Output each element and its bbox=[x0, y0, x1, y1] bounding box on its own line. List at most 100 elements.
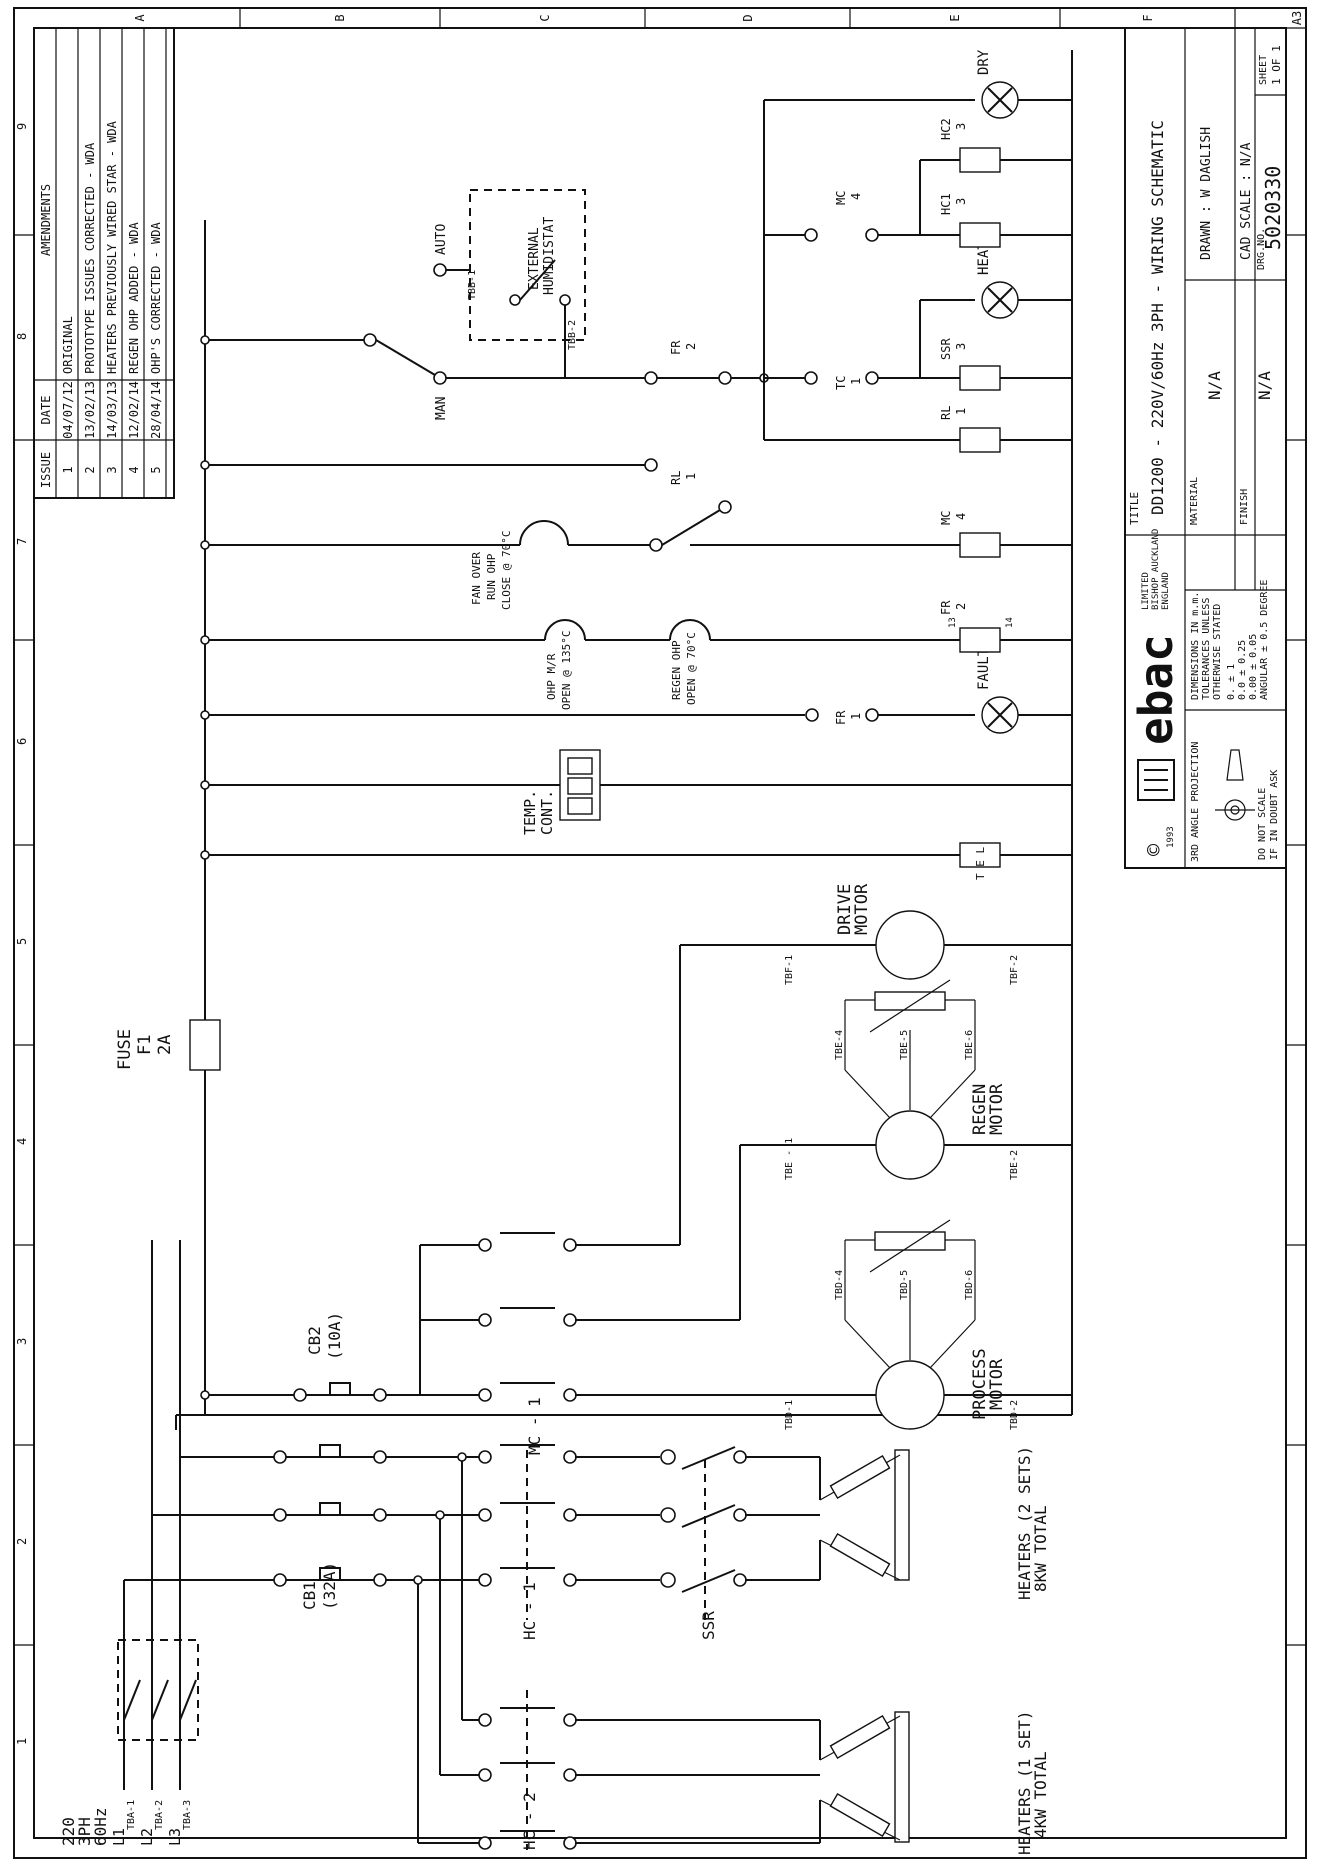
heaters-8kw-line1: HEATERS (2 SETS) bbox=[1015, 1446, 1034, 1600]
rl1-coil-label: RL bbox=[939, 406, 953, 420]
ohp-mr-label: OHP M/R bbox=[545, 653, 558, 700]
terminal-label: TBE-5 bbox=[899, 1030, 910, 1060]
heater-element bbox=[819, 1449, 910, 1581]
heaters-4kw-line2: 4KW TOTAL bbox=[1031, 1751, 1050, 1838]
humidistat-label-2: HUMIDISTAT bbox=[542, 217, 557, 295]
mc4-coil-label-2: 4 bbox=[954, 513, 968, 520]
material-value: N/A bbox=[1205, 371, 1224, 400]
ssr-label: SSR bbox=[699, 1611, 718, 1640]
amendments-table: AMENDMENTS ISSUE DATE 1 04/07/12 ORIGINA… bbox=[33, 27, 175, 499]
mc4-contact-label-2: 4 bbox=[849, 193, 863, 200]
heater-element bbox=[819, 1711, 910, 1843]
terminal-label: TBE - 1 bbox=[784, 1138, 795, 1180]
cb1-rating: (32A) bbox=[320, 1562, 339, 1610]
temp-controller-label-2: CONT. bbox=[538, 790, 556, 835]
border-letter: D bbox=[741, 14, 755, 21]
cb2-rating: (10A) bbox=[325, 1312, 344, 1360]
hc1-coil-label: HC1 bbox=[939, 193, 953, 215]
humidistat-label: EXTERNAL bbox=[527, 227, 542, 290]
tc1-label-2: 1 bbox=[849, 378, 863, 385]
terminal-label: TBF-1 bbox=[784, 955, 795, 985]
material-label: MATERIAL bbox=[1189, 477, 1200, 525]
amendment-text: ORIGINAL bbox=[61, 316, 75, 374]
heaters-4kw-line1: HEATERS (1 SET) bbox=[1015, 1711, 1034, 1856]
fan-overrun-label-3: CLOSE @ 70°C bbox=[500, 531, 513, 610]
mc4-contact-label: MC bbox=[834, 191, 848, 205]
coil-terminal: 13 bbox=[948, 617, 958, 628]
ssr3-coil-label-2: 3 bbox=[954, 343, 968, 350]
cb1-label: CB1 bbox=[300, 1581, 319, 1610]
coil-terminal: 14 bbox=[1005, 617, 1015, 628]
sheet-size-label: A3 bbox=[1290, 11, 1304, 25]
border-column-letters: A B C D E F A3 bbox=[133, 11, 1304, 25]
terminal-label: TBB-1 bbox=[467, 270, 478, 300]
power-circuit: CB1 (32A) HC - 1 SSR bbox=[124, 1444, 1050, 1856]
amendment-date: 14/03/13 bbox=[105, 381, 119, 439]
dims-note-1: DIMENSIONS IN m.m. bbox=[1190, 592, 1201, 700]
tc1-label: TC bbox=[834, 376, 848, 390]
supply-phase: 3PH bbox=[75, 1817, 94, 1846]
hc2-coil-label: HC2 bbox=[939, 118, 953, 140]
amendment-date: 04/07/12 bbox=[61, 381, 75, 439]
rl1-contact-label: RL bbox=[669, 471, 683, 485]
regen-motor-label: REGEN bbox=[970, 1084, 990, 1135]
tolerance-4: ANGULAR ± 0.5 DEGREE bbox=[1259, 580, 1270, 700]
heat-lamp-label: HEAT bbox=[976, 241, 992, 275]
cad-scale: CAD SCALE : N/A bbox=[1239, 142, 1254, 260]
mc4-coil-label: MC bbox=[939, 511, 953, 525]
fan-overrun-label-2: RUN OHP bbox=[485, 553, 498, 600]
terminal-label: TBE-6 bbox=[964, 1030, 975, 1060]
do-not-scale-2: IF IN DOUBT ASK bbox=[1269, 770, 1280, 860]
copyright-year: 1993 bbox=[1166, 826, 1176, 848]
terminal-label: TBD-4 bbox=[834, 1270, 845, 1300]
terminal-label: TBD-6 bbox=[964, 1270, 975, 1300]
amendment-text: HEATERS PREVIOUSLY WIRED STAR - WDA bbox=[105, 120, 119, 374]
terminal-label: TBE-2 bbox=[1009, 1150, 1020, 1180]
terminal-label: TBB-2 bbox=[567, 320, 578, 350]
rl1-coil-label-2: 1 bbox=[954, 408, 968, 415]
amendment-issue: 3 bbox=[105, 466, 119, 473]
terminal-label: TBF-2 bbox=[1009, 955, 1020, 985]
border-letter: A bbox=[133, 14, 147, 22]
fault-lamp-label: FAULT bbox=[976, 647, 992, 690]
copyright-mark: © bbox=[1142, 843, 1166, 856]
temp-controller-label: TEMP. bbox=[521, 790, 539, 835]
fr1-label-2: 1 bbox=[849, 713, 863, 720]
ohp-mr-label-2: OPEN @ 135°C bbox=[560, 631, 573, 710]
rl1-contact-label-2: 1 bbox=[684, 473, 698, 480]
border-row-numbers: 1 2 3 4 5 6 7 8 9 bbox=[15, 123, 29, 1745]
terminal-label: TBD-5 bbox=[899, 1270, 910, 1300]
amendment-date: 13/02/13 bbox=[83, 381, 97, 439]
regen-ohp-label-2: OPEN @ 70°C bbox=[685, 632, 698, 705]
man-switch-label: MAN bbox=[434, 397, 449, 420]
terminal-label: TBD-1 bbox=[784, 1400, 795, 1430]
hc2-coil-label-2: 3 bbox=[954, 123, 968, 130]
supply-line-l2: L2 bbox=[138, 1828, 156, 1846]
hc2-label: HC - 2 bbox=[520, 1792, 539, 1850]
ssr3-coil-label: SSR bbox=[939, 338, 953, 360]
border-letter: B bbox=[333, 14, 347, 21]
amendment-issue: 4 bbox=[127, 466, 141, 473]
company-town: BISHOP AUCKLAND bbox=[1151, 529, 1161, 610]
border-number: 1 bbox=[15, 1738, 29, 1745]
sheet-number: 1 OF 1 bbox=[1270, 45, 1283, 85]
motor-circuit: CB2 (10A) MC - 1 bbox=[200, 883, 1072, 1455]
border-letter: C bbox=[538, 14, 552, 21]
drive-motor-label: DRIVE bbox=[835, 884, 855, 935]
supply-frequency: 60Hz bbox=[91, 1807, 110, 1846]
amendments-title: AMENDMENTS bbox=[39, 184, 53, 256]
fr2-contact-label-2: 2 bbox=[684, 343, 698, 350]
drawing-number: 5020330 bbox=[1261, 166, 1285, 250]
fr2-contact-label: FR bbox=[669, 340, 683, 355]
amendments-col-issue: ISSUE bbox=[39, 452, 53, 488]
border-number: 2 bbox=[15, 1538, 29, 1545]
company-country: ENGLAND bbox=[1161, 572, 1171, 610]
terminal-label: TBE-4 bbox=[834, 1030, 845, 1060]
border-number: 5 bbox=[15, 938, 29, 945]
supply-line-l1: L1 bbox=[110, 1828, 128, 1846]
title-label: TITLE bbox=[1128, 492, 1141, 525]
amendment-text: PROTOTYPE ISSUES CORRECTED - WDA bbox=[83, 142, 97, 374]
drawn-by: DRAWN : W DAGLISH bbox=[1199, 127, 1214, 260]
fuse-rating: 2A bbox=[155, 1035, 175, 1055]
